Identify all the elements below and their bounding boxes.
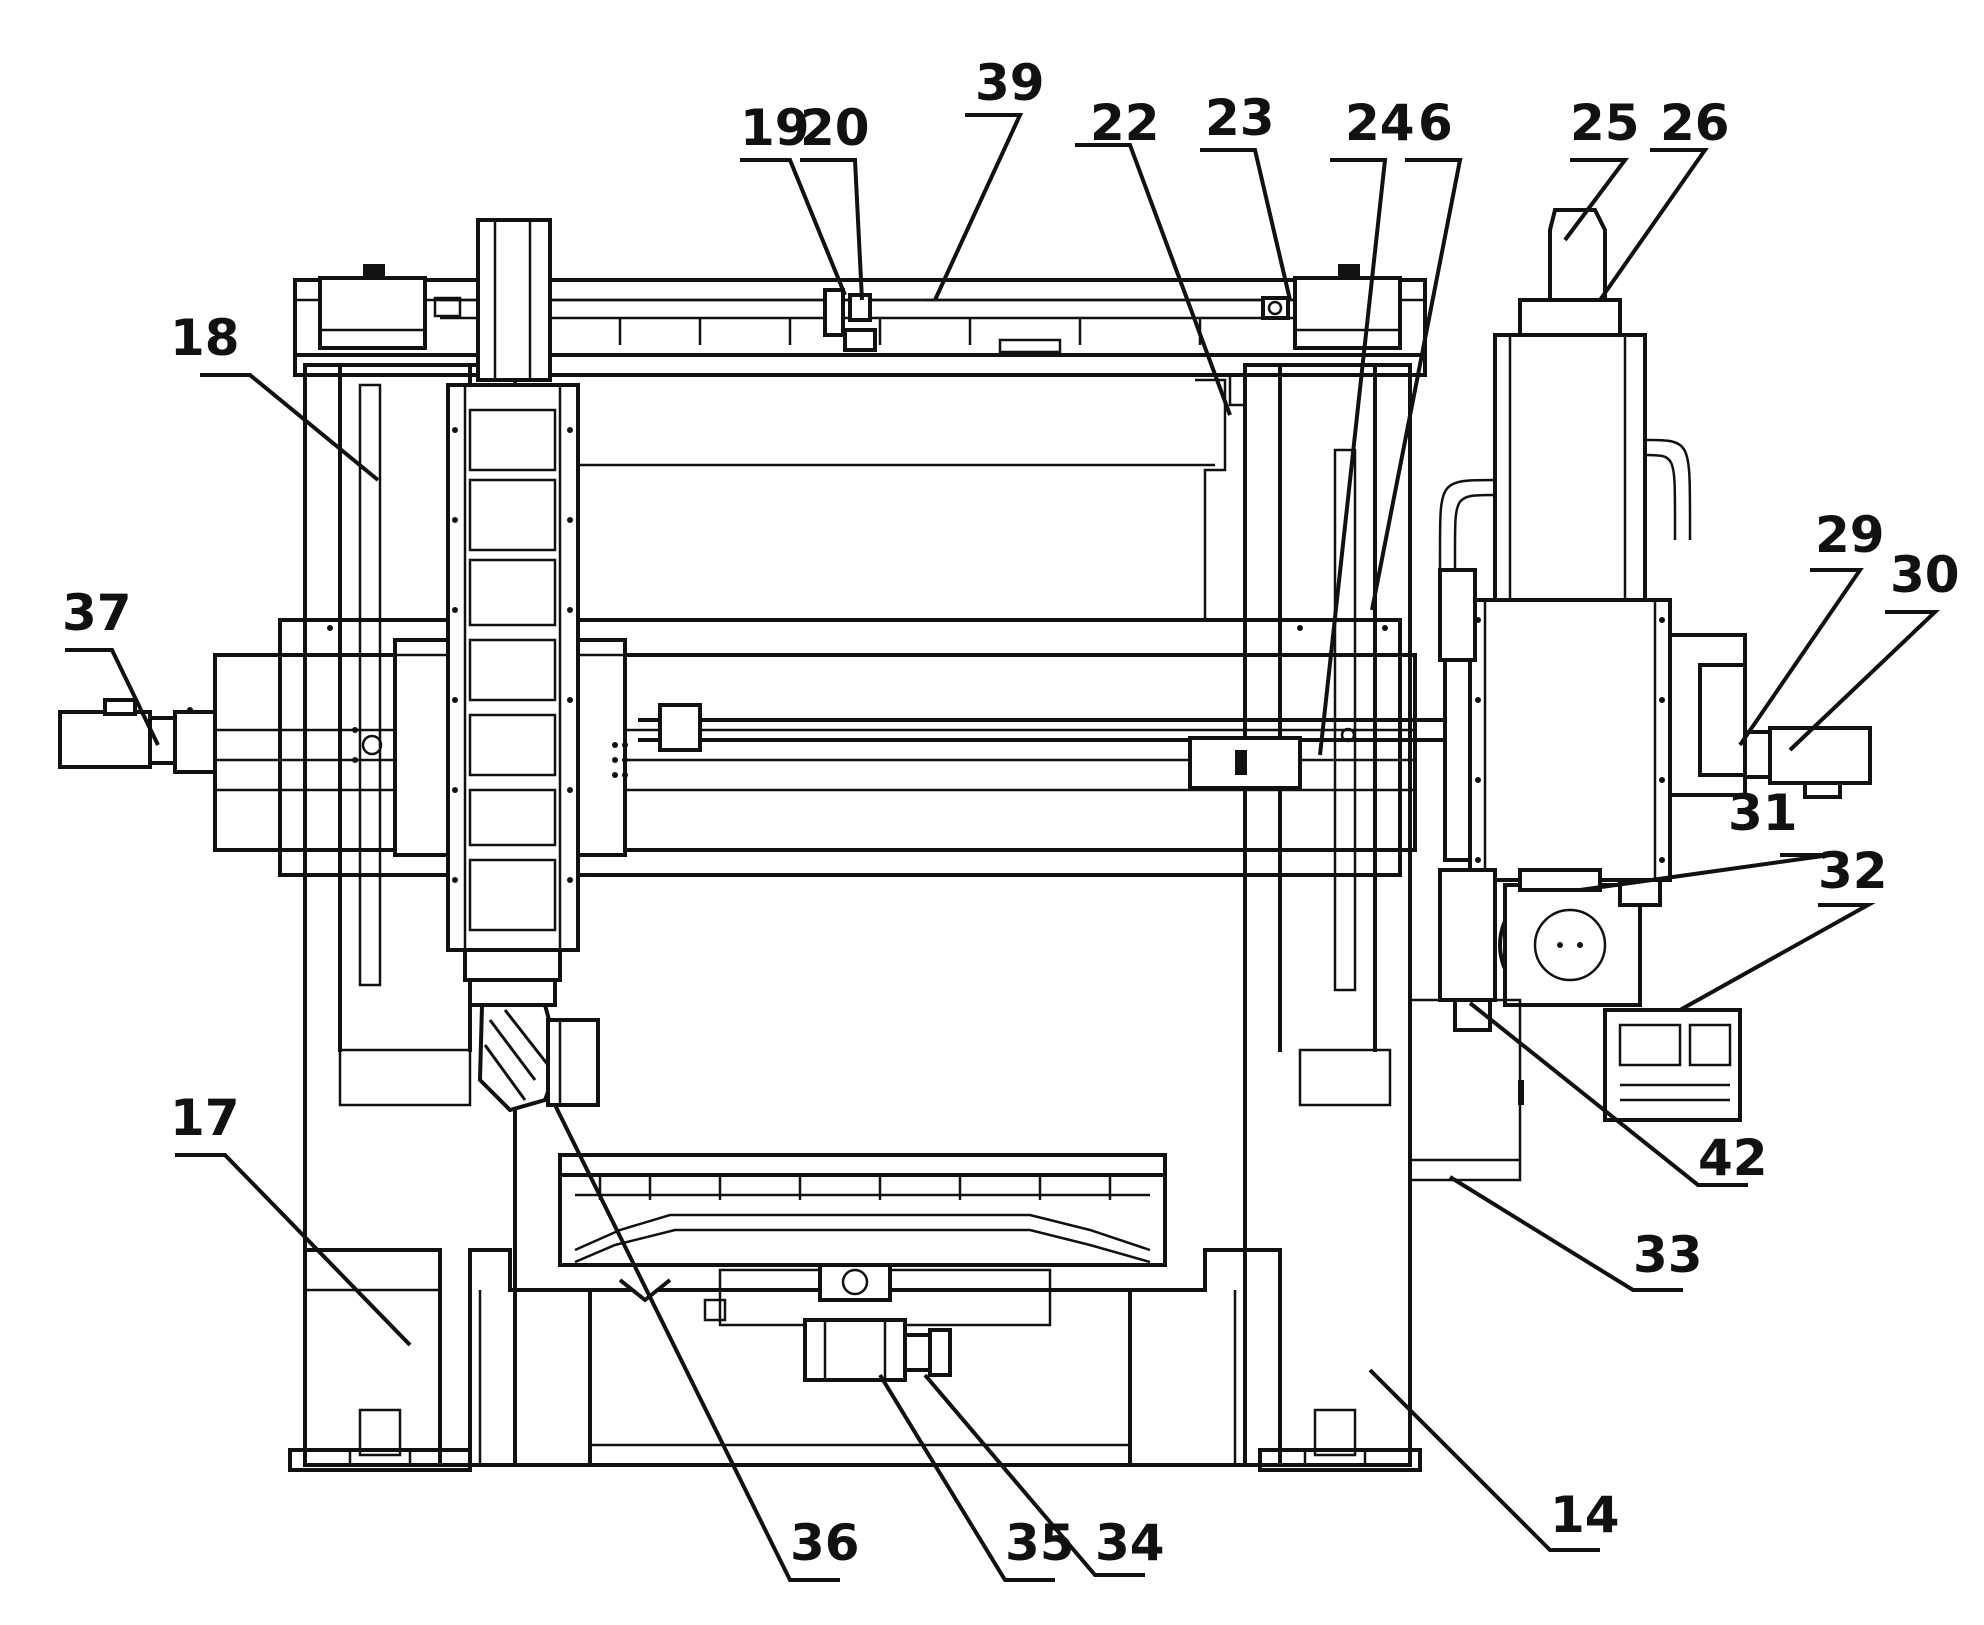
leader-lines xyxy=(65,113,1941,1582)
label-19: 19 xyxy=(740,99,810,157)
label-25: 25 xyxy=(1570,94,1640,152)
label-37: 37 xyxy=(62,584,132,642)
label-32: 32 xyxy=(1818,842,1888,900)
label-30: 30 xyxy=(1890,546,1960,604)
label-20: 20 xyxy=(800,99,870,157)
label-42: 42 xyxy=(1698,1129,1768,1187)
bolt-holes xyxy=(612,742,628,778)
cross-rail xyxy=(213,618,1447,877)
label-17: 17 xyxy=(170,1089,240,1147)
ram-bolts xyxy=(452,427,573,883)
label-35: 35 xyxy=(1005,1514,1075,1572)
right-column xyxy=(1243,363,1422,1472)
label-23: 23 xyxy=(1205,89,1275,147)
label-34: 34 xyxy=(1095,1514,1165,1572)
label-22: 22 xyxy=(1090,94,1160,152)
reference-numerals: 19 20 39 22 23 24 6 25 26 18 37 29 30 31… xyxy=(62,54,1960,1572)
right-ram xyxy=(1438,208,1747,882)
label-33: 33 xyxy=(1633,1226,1703,1284)
frame-details xyxy=(580,373,1247,877)
label-39: 39 xyxy=(975,54,1045,112)
control-panel xyxy=(1603,1008,1742,1122)
left-ram xyxy=(446,218,600,1113)
label-6: 6 xyxy=(1418,94,1453,152)
label-14: 14 xyxy=(1550,1486,1620,1544)
right-ram-bolts xyxy=(1475,617,1665,863)
side-drive-unit xyxy=(1438,868,1662,1032)
label-36: 36 xyxy=(790,1514,860,1572)
label-29: 29 xyxy=(1815,506,1885,564)
label-31: 31 xyxy=(1728,784,1798,842)
label-24: 24 xyxy=(1345,94,1415,152)
rotary-table xyxy=(558,1153,1167,1382)
left-feed-motor xyxy=(58,698,217,774)
label-18: 18 xyxy=(170,309,240,367)
hydraulic-station xyxy=(1408,998,1524,1182)
label-26: 26 xyxy=(1660,94,1730,152)
right-feed-motor xyxy=(1743,726,1872,799)
